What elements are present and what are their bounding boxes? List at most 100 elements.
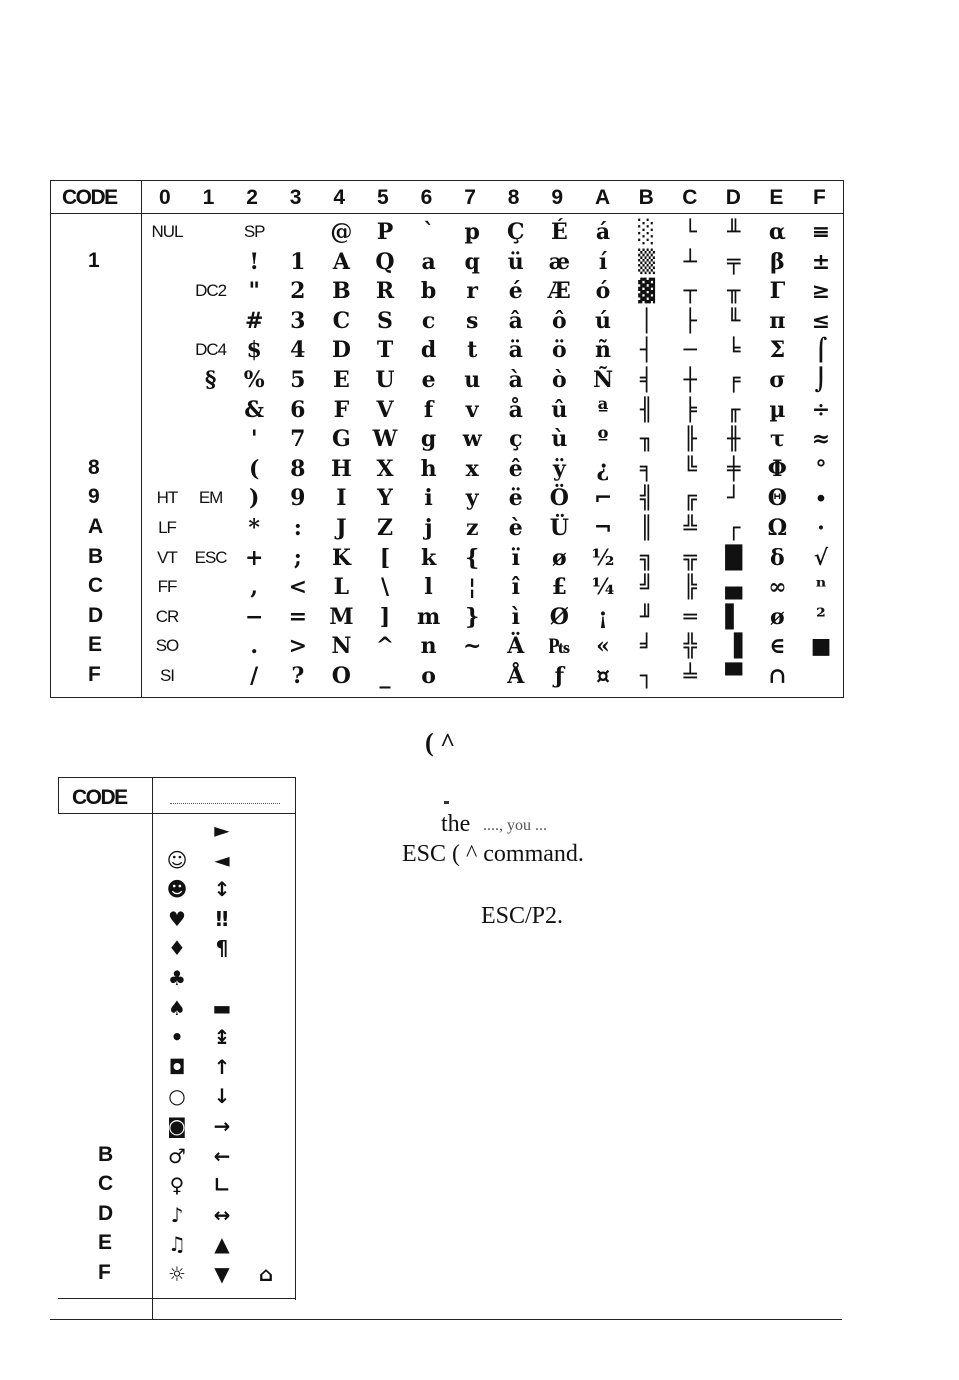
symbol-cell: ⌂ bbox=[258, 1262, 274, 1286]
symbol-cell: ♠ bbox=[168, 995, 186, 1020]
char-cell: VT bbox=[157, 547, 178, 567]
char-cell: Z bbox=[376, 515, 394, 541]
page-bottom-rule bbox=[50, 1319, 842, 1320]
char-cell: ª bbox=[597, 396, 609, 423]
char-cell: ; bbox=[293, 544, 302, 571]
char-cell: LF bbox=[158, 518, 177, 537]
char-cell: 9 bbox=[290, 485, 306, 512]
char-cell: o bbox=[421, 663, 436, 689]
char-cell: . bbox=[250, 633, 259, 660]
char-cell: ê bbox=[508, 455, 523, 482]
char-cell: 1 bbox=[290, 248, 306, 275]
char-cell: ─ bbox=[683, 337, 697, 364]
table-second-bottom-rule bbox=[58, 1298, 296, 1299]
char-cell: E bbox=[333, 367, 350, 393]
char-cell: í bbox=[598, 248, 608, 275]
char-cell: J bbox=[336, 515, 347, 541]
char-cell: k bbox=[420, 544, 437, 571]
table-main-row-label: F bbox=[88, 663, 101, 686]
table-main-row-label: A bbox=[88, 515, 104, 538]
char-cell: à bbox=[508, 367, 523, 393]
table-main-row-label: 1 bbox=[88, 248, 100, 272]
char-cell: SO bbox=[155, 636, 180, 656]
char-cell: Å bbox=[507, 663, 525, 689]
char-cell: µ bbox=[769, 396, 786, 423]
char-cell: ? bbox=[291, 663, 305, 689]
char-cell: ò bbox=[552, 367, 567, 393]
char-cell: ± bbox=[811, 248, 831, 275]
symbol-cell: ◘ bbox=[168, 1054, 186, 1079]
char-cell: ¦ bbox=[468, 574, 477, 601]
char-cell: ñ bbox=[595, 337, 611, 364]
char-cell: SP bbox=[243, 222, 266, 241]
char-cell: q bbox=[464, 248, 480, 275]
char-cell: ╘ bbox=[727, 337, 741, 364]
char-cell: ╞ bbox=[683, 396, 697, 423]
char-cell: ■ bbox=[810, 633, 832, 660]
char-cell: * bbox=[248, 515, 260, 541]
table-main-code-divider bbox=[141, 180, 142, 698]
char-cell: O bbox=[331, 663, 351, 689]
table-main-col-header: 6 bbox=[420, 186, 433, 209]
char-cell: ╤ bbox=[727, 248, 741, 275]
char-cell: ï bbox=[511, 544, 520, 571]
char-cell: ∩ bbox=[768, 663, 787, 689]
char-cell: DC2 bbox=[195, 281, 227, 301]
table-second-row-label: D bbox=[98, 1201, 114, 1225]
char-cell: ┼ bbox=[683, 367, 697, 393]
table-second-code-header: CODE bbox=[72, 786, 128, 809]
char-cell: 3 bbox=[290, 307, 306, 334]
table-second-right-rule bbox=[295, 777, 296, 1300]
char-cell: ║ bbox=[639, 515, 654, 541]
char-cell: ⁿ bbox=[815, 574, 827, 601]
char-cell: I bbox=[336, 485, 347, 512]
char-cell: g bbox=[420, 426, 437, 453]
char-cell: ] bbox=[379, 603, 391, 630]
table-second-header-rule bbox=[58, 813, 296, 814]
symbol-cell: ↕ bbox=[213, 877, 231, 902]
char-cell: ≤ bbox=[811, 307, 831, 334]
char-cell: i bbox=[424, 485, 433, 512]
char-cell: ä bbox=[508, 337, 523, 364]
char-cell: î bbox=[511, 574, 520, 601]
char-cell: è bbox=[508, 515, 523, 541]
char-cell: ╓ bbox=[727, 396, 741, 423]
char-cell: ² bbox=[816, 603, 826, 630]
symbol-cell: ↔ bbox=[213, 1202, 231, 1227]
char-cell: É bbox=[551, 219, 568, 245]
char-cell: ¡ bbox=[598, 603, 608, 630]
char-cell: X bbox=[376, 455, 394, 482]
char-cell: ▒ bbox=[638, 248, 656, 275]
char-cell: G bbox=[331, 426, 351, 453]
char-cell: R bbox=[375, 278, 395, 305]
char-cell: Y bbox=[377, 485, 393, 512]
char-cell: P bbox=[376, 219, 394, 245]
char-cell: 4 bbox=[290, 337, 306, 364]
table-main-row-label: C bbox=[88, 574, 104, 598]
char-cell: ø bbox=[552, 544, 567, 571]
char-cell: @ bbox=[330, 219, 353, 245]
char-cell: ` bbox=[423, 219, 435, 245]
char-cell: b bbox=[420, 278, 437, 305]
char-cell: Σ bbox=[769, 337, 786, 364]
char-cell: m bbox=[416, 603, 441, 630]
char-cell: ╕ bbox=[639, 455, 654, 482]
char-cell: % bbox=[243, 367, 265, 393]
char-cell: ╛ bbox=[639, 633, 654, 660]
char-cell: ø bbox=[770, 603, 785, 630]
char-cell: v bbox=[465, 396, 479, 423]
char-cell: [ bbox=[379, 544, 391, 571]
char-cell: ╦ bbox=[683, 544, 697, 571]
char-cell: α bbox=[768, 219, 786, 245]
symbol-cell: ♥ bbox=[168, 906, 186, 931]
char-cell: z bbox=[465, 515, 479, 541]
char-cell: π bbox=[769, 307, 786, 334]
char-cell: ë bbox=[508, 485, 523, 512]
text-line-1-fragment: ...., you ... bbox=[483, 817, 547, 834]
char-cell: < bbox=[288, 574, 308, 601]
table-main-col-header: D bbox=[725, 186, 741, 209]
char-cell: ƒ bbox=[554, 663, 565, 689]
table-main-col-header: 7 bbox=[464, 186, 476, 209]
char-cell: τ bbox=[769, 426, 785, 453]
char-cell: ≈ bbox=[811, 426, 831, 453]
